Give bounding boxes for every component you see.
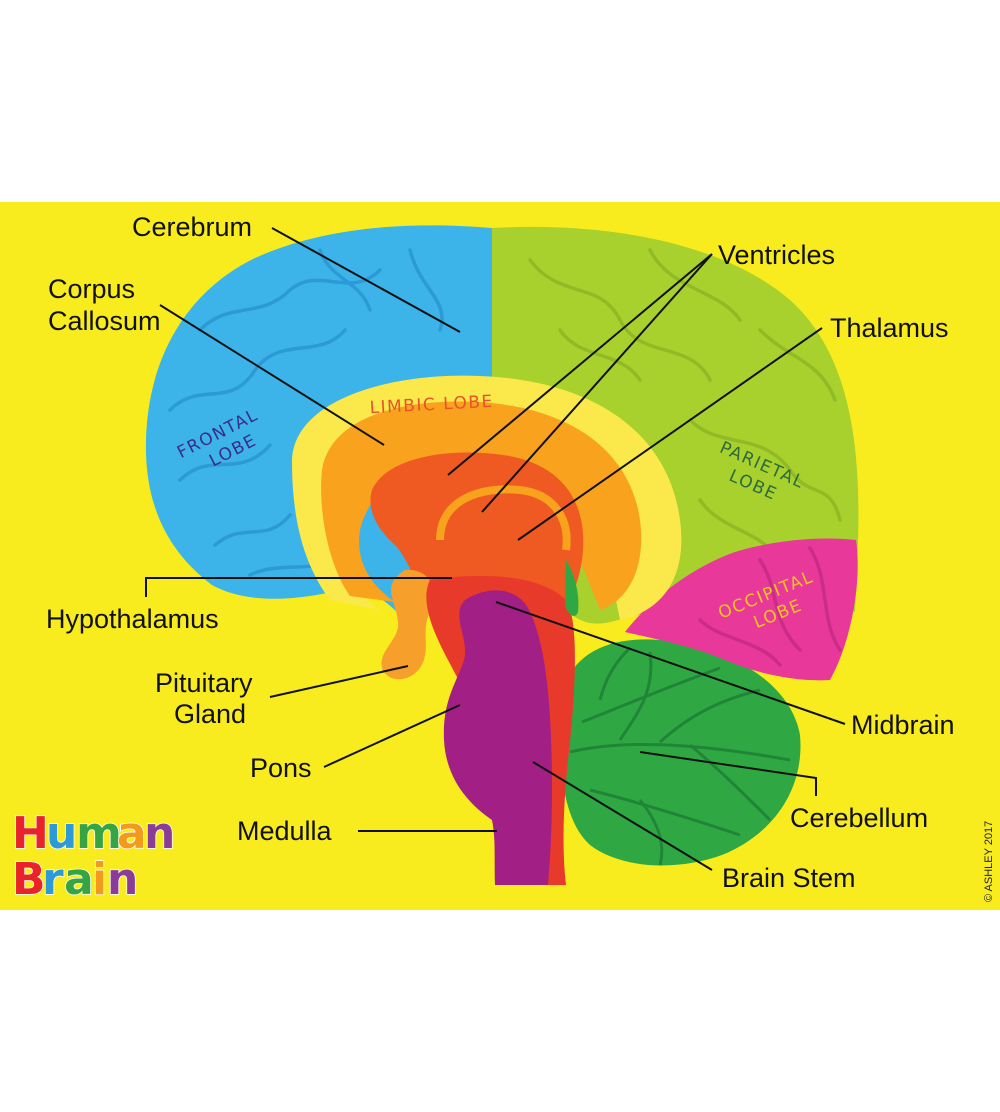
midbrain-pons-medulla-region bbox=[443, 590, 552, 885]
cerebrum-label: Cerebrum bbox=[132, 212, 252, 242]
brain-stem-leader bbox=[532, 761, 713, 871]
title-letter-u: u bbox=[46, 808, 77, 859]
pons-leader bbox=[323, 704, 461, 768]
pituitary-gland-label-line-1: Pituitary bbox=[155, 668, 253, 698]
hypothalamus-leader bbox=[145, 577, 452, 597]
title-letter-i: i bbox=[92, 854, 107, 905]
pituitary-gland-label-line-2: Gland bbox=[174, 699, 246, 729]
midbrain-label: Midbrain bbox=[851, 710, 955, 740]
title-letter-n: n bbox=[144, 808, 175, 859]
cerebellum-branches bbox=[569, 646, 791, 866]
title-letter-m: m bbox=[76, 808, 122, 859]
hypothalamus-label: Hypothalamus bbox=[46, 604, 219, 634]
midbrain-leader bbox=[495, 601, 846, 725]
pituitary-leader bbox=[269, 665, 409, 698]
ventricles-leader-1 bbox=[447, 253, 713, 476]
title-letter-h: H bbox=[12, 808, 49, 859]
copyright-text: © ASHLEY 2017 bbox=[983, 821, 995, 902]
leader-lines bbox=[145, 227, 846, 871]
title-letter-a2: a bbox=[64, 854, 94, 905]
cerebellum-label: Cerebellum bbox=[790, 803, 928, 833]
pituitary-region bbox=[381, 569, 434, 680]
ventricles-label: Ventricles bbox=[718, 240, 835, 270]
cerebellum-leader bbox=[639, 751, 817, 796]
ventricles-leader-2 bbox=[481, 253, 713, 513]
medulla-label: Medulla bbox=[237, 816, 333, 846]
title-letter-a: a bbox=[117, 808, 147, 859]
cerebrum-leader bbox=[271, 227, 461, 333]
corpus-callosum-leader bbox=[159, 304, 385, 446]
human-brain-title: H u m a n B r a i n bbox=[11, 807, 176, 906]
title-letter-n2: n bbox=[107, 854, 138, 905]
corpus-callosum-label-line-1: Corpus bbox=[48, 274, 135, 304]
thalamus-label: Thalamus bbox=[830, 313, 949, 343]
ventricle-contour bbox=[436, 485, 571, 551]
fornix-strip bbox=[565, 560, 579, 616]
occipital-lobe-region bbox=[625, 538, 858, 681]
title-letter-r: r bbox=[42, 854, 64, 905]
brain-stem-label: Brain Stem bbox=[722, 863, 856, 893]
title-letter-b: B bbox=[12, 854, 46, 905]
corpus-callosum-region bbox=[321, 401, 642, 610]
corpus-callosum-label-line-2: Callosum bbox=[48, 306, 161, 336]
pons-label: Pons bbox=[250, 753, 312, 783]
thalamus-leader bbox=[517, 327, 823, 541]
